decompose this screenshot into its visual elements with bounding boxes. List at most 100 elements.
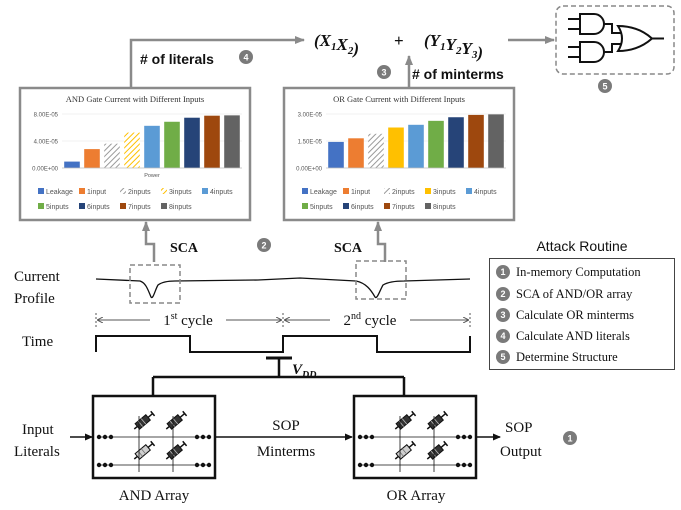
legend-swatch: [343, 203, 349, 209]
legend-entry: 7inputs: [128, 204, 151, 211]
y-tick-label: 3.00E-05: [298, 113, 323, 119]
bit-dot: [206, 462, 212, 468]
bit-dot: [357, 462, 363, 468]
legend-swatch: [202, 188, 208, 194]
bar-4inputs: [144, 125, 160, 168]
legend-entry: 4inputs: [474, 189, 497, 196]
bit-dot: [200, 434, 206, 440]
bar-8inputs: [488, 114, 504, 168]
legend-swatch: [302, 188, 308, 194]
legend-swatch: [161, 188, 167, 194]
legend-entry: 6inputs: [87, 204, 110, 211]
legend-entry: 4inputs: [210, 189, 233, 196]
memory-cell-icon: [426, 440, 449, 460]
current-profile-waveform: [95, 277, 471, 299]
sop-output-label-line1: SOP: [505, 420, 533, 436]
bit-dot: [467, 462, 473, 468]
legend-swatch: [161, 203, 167, 209]
and-gate-icon: [579, 13, 605, 35]
bar-3inputs: [388, 127, 404, 168]
bar-5inputs: [428, 120, 444, 168]
bit-dot: [363, 462, 369, 468]
bar-1input: [348, 138, 364, 168]
vdd-label: VDD: [292, 362, 316, 381]
bit-dot: [102, 434, 108, 440]
bit-dot: [467, 434, 473, 440]
y-tick-label: 8.00E-05: [34, 113, 59, 119]
chart-title: AND Gate Current with Different Inputs: [66, 94, 204, 104]
routine-step-text: Determine Structure: [516, 349, 618, 364]
bar-7inputs: [204, 115, 220, 168]
routine-step-text: In-memory Computation: [516, 264, 641, 279]
and-chart-panel: AND Gate Current with Different Inputs 0.…: [18, 86, 252, 222]
and-gate-chart: AND Gate Current with Different Inputs 0.…: [32, 94, 242, 211]
time-label: Time: [22, 334, 53, 350]
memory-cell-icon: [426, 410, 449, 430]
bit-dot: [369, 434, 375, 440]
legend-entry: 8inputs: [433, 204, 456, 211]
legend-swatch: [38, 203, 44, 209]
legend-entry: 5inputs: [46, 204, 69, 211]
bar-2inputs: [104, 143, 120, 168]
formula-plus: +: [394, 31, 404, 50]
bar-2inputs: [368, 133, 384, 168]
literals-label: # of literals: [140, 51, 214, 67]
step-marker-literals: 4: [239, 50, 253, 64]
bar-4inputs: [408, 124, 424, 168]
legend-swatch: [120, 203, 126, 209]
bit-dot: [108, 462, 114, 468]
y-tick-label: 0.00E+00: [32, 167, 59, 173]
routine-step-text: SCA of AND/OR array: [516, 286, 633, 301]
y-tick-label: 1.50E-05: [298, 140, 323, 146]
sca-label-left: SCA: [170, 241, 199, 256]
bar-7inputs: [468, 114, 484, 168]
svg-text:4: 4: [243, 53, 248, 63]
legend-entry: 2inputs: [392, 189, 415, 196]
legend-swatch: [384, 188, 390, 194]
legend-entry: 3inputs: [433, 189, 456, 196]
bar-6inputs: [184, 117, 200, 168]
sca-arrows: [142, 221, 387, 262]
legend-swatch: [425, 188, 431, 194]
step-number-badge: 4: [496, 329, 510, 343]
legend-entry: 1input: [351, 189, 370, 196]
or-gate-chart: OR Gate Current with Different Inputs0.0…: [296, 94, 506, 211]
vdd-supply: [151, 356, 406, 396]
spike-highlight-left: [129, 264, 181, 304]
chart-title: OR Gate Current with Different Inputs: [333, 94, 465, 104]
legend-entry: 1input: [87, 189, 106, 196]
legend-swatch: [466, 188, 472, 194]
bit-dot: [455, 434, 461, 440]
or-array-label: OR Array: [387, 488, 446, 504]
legend-swatch: [38, 188, 44, 194]
routine-step-2: 2 SCA of AND/OR array: [496, 285, 632, 303]
legend-entry: 7inputs: [392, 204, 415, 211]
routine-step-4: 4 Calculate AND literals: [496, 327, 630, 345]
legend-entry: 2inputs: [128, 189, 151, 196]
bit-dot: [461, 434, 467, 440]
step-marker-output: 1: [563, 431, 577, 445]
bit-dot: [96, 434, 102, 440]
bar-8inputs: [224, 115, 240, 168]
legend-swatch: [79, 203, 85, 209]
clock-waveform: [95, 335, 471, 353]
bit-dot: [357, 434, 363, 440]
input-literals-label-line2: Literals: [14, 444, 60, 460]
legend-swatch: [384, 203, 390, 209]
bit-dot: [200, 462, 206, 468]
attack-routine-box: 1 In-memory Computation 2 SCA of AND/OR …: [489, 258, 675, 370]
spike-highlight-right: [355, 260, 407, 300]
step-number-badge: 5: [496, 350, 510, 364]
step-marker-minterms: 3: [377, 65, 391, 79]
bit-dot: [194, 434, 200, 440]
step-number-badge: 2: [496, 287, 510, 301]
cycle-2-label: 2nd cycle: [344, 311, 397, 329]
bit-dot: [455, 462, 461, 468]
bar-1input: [84, 149, 100, 168]
bit-dot: [194, 462, 200, 468]
legend-swatch: [79, 188, 85, 194]
svg-text:5: 5: [602, 82, 607, 92]
memory-cell-icon: [165, 440, 188, 460]
routine-step-text: Calculate AND literals: [516, 328, 630, 343]
